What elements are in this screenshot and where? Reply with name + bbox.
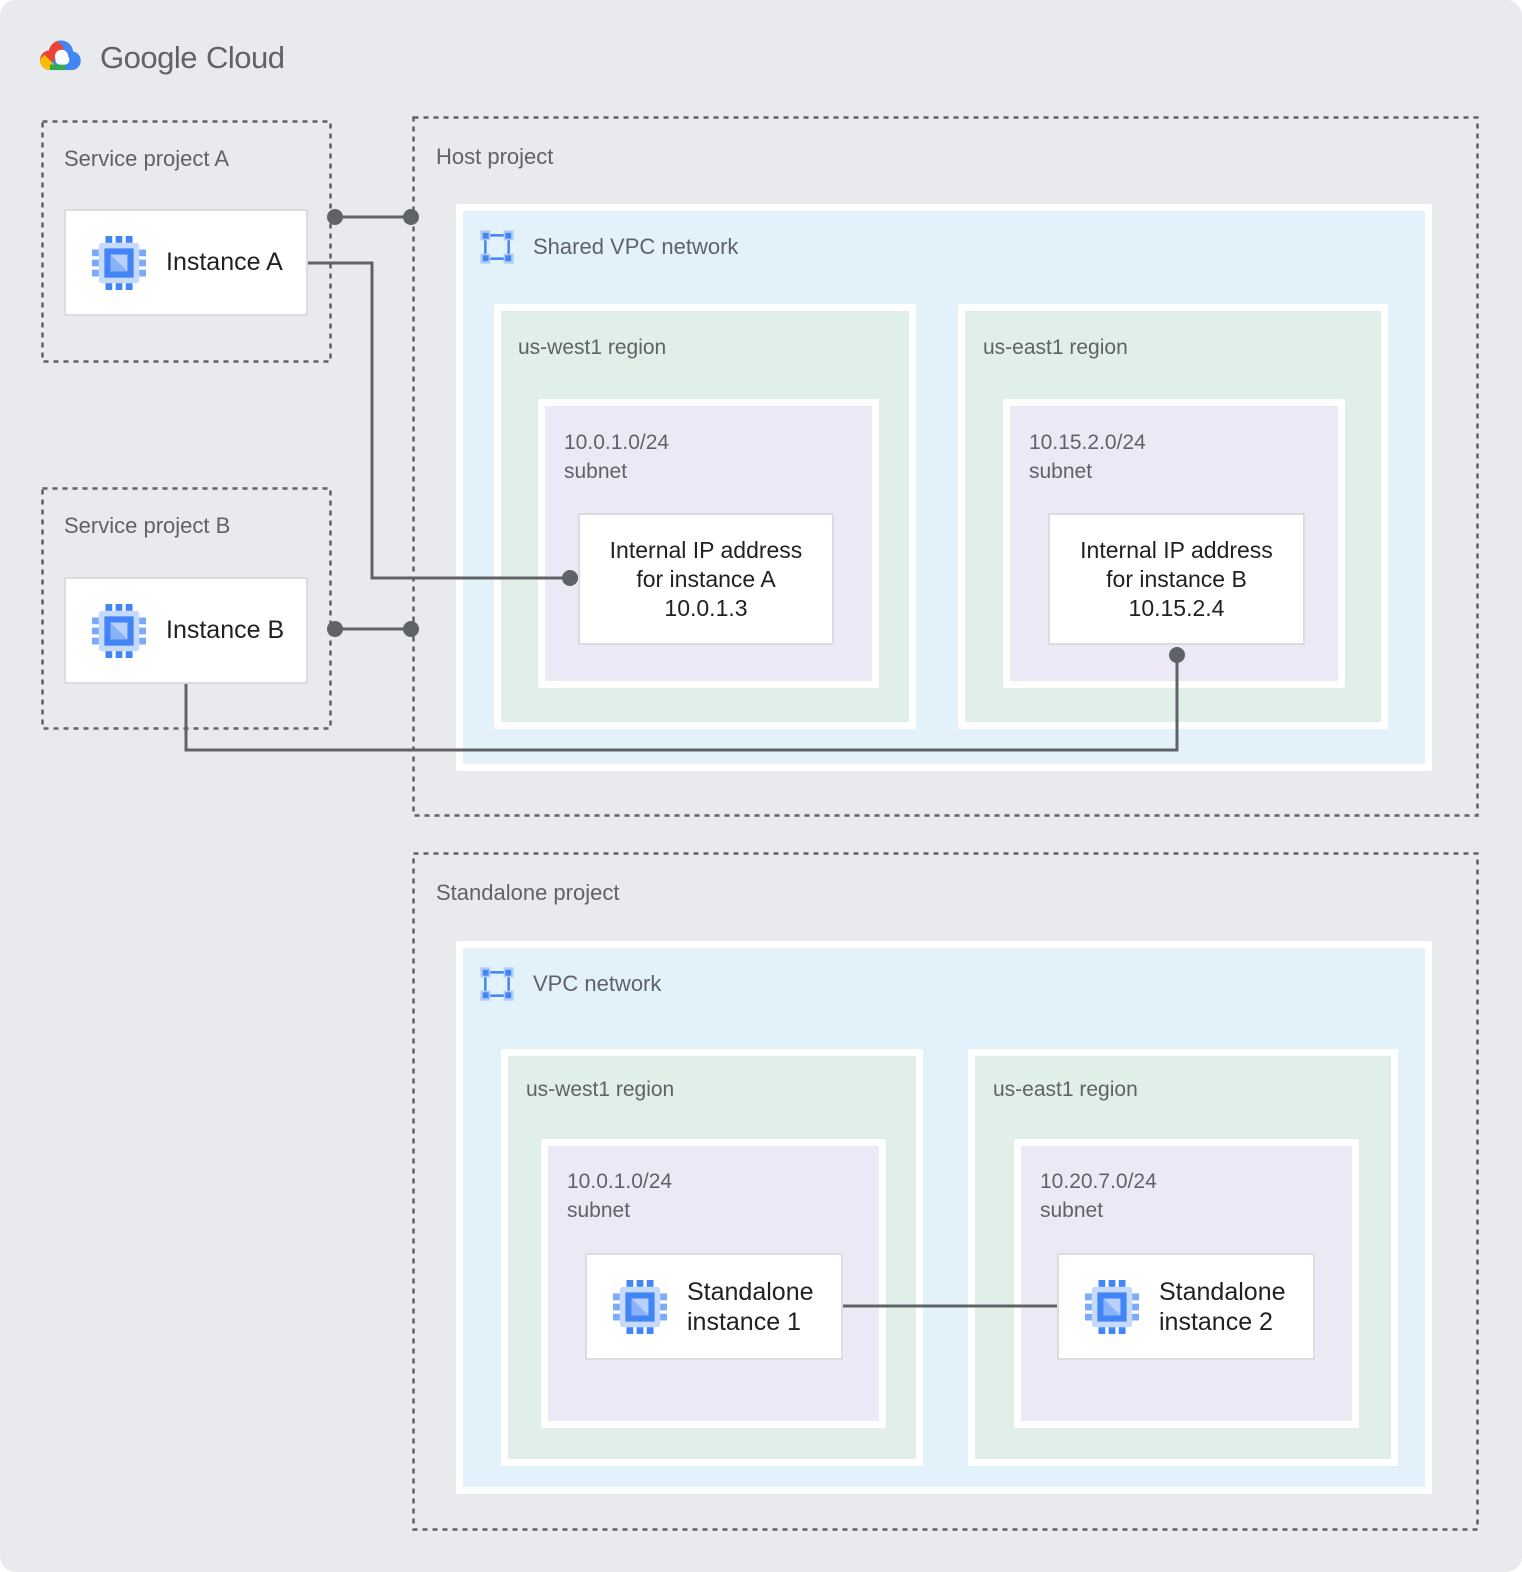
standalone-region-us-east1-label: us-east1 region [993,1078,1138,1101]
standalone-subnet-us-west1-label: 10.0.1.0/24 subnet [567,1167,672,1225]
subnet-cidr: 10.15.2.0/24 [1029,431,1146,454]
google-cloud-logo: Google Cloud [34,34,285,82]
subnet-cidr: 10.20.7.0/24 [1040,1170,1157,1193]
standalone-region-us-west1-label: us-west1 region [526,1078,675,1101]
service-project-a-label: Service project A [64,146,230,171]
logo-brand-text: Google [100,40,197,75]
host-subnet-us-east1-label: 10.15.2.0/24 subnet [1029,428,1146,486]
host-project-label: Host project [436,144,554,169]
ip-line-2: for instance A [636,565,776,592]
ip-line-2: for instance B [1106,565,1247,592]
subnet-word: subnet [564,460,628,483]
connector-service-b-to-host [327,621,419,637]
vpc-network-label: VPC network [533,971,662,996]
vpc-network-header: VPC network [477,963,661,1005]
ip-line-3: 10.0.1.3 [664,594,748,621]
instance-a-card: Instance A [64,209,308,316]
connector-service-a-to-host [327,209,419,225]
standalone-instance-1-label: Standalone instance 1 [687,1277,814,1336]
compute-instance-icon [1085,1279,1139,1334]
compute-instance-icon [613,1279,667,1334]
ip-line-1: Internal IP address [1080,536,1273,563]
compute-instance-icon [92,603,146,658]
compute-instance-icon [92,235,146,290]
instance-a-label: Instance A [166,248,283,276]
standalone-instance-2-label: Standalone instance 2 [1159,1277,1286,1336]
instance-b-card: Instance B [64,577,308,684]
subnet-word: subnet [567,1199,631,1222]
host-region-us-west1-label: us-west1 region [518,336,667,359]
subnet-word: subnet [1040,1199,1104,1222]
service-project-b-label: Service project B [64,513,231,538]
subnet-word: subnet [1029,460,1093,483]
instance-b-label: Instance B [166,616,285,644]
standalone-instance-2-card: Standalone instance 2 [1057,1253,1315,1360]
vpc-network-icon [480,967,514,1001]
internal-ip-b-card: Internal IP address for instance B 10.15… [1048,513,1305,645]
shared-vpc-network-header: Shared VPC network [477,226,738,268]
host-subnet-us-west1-label: 10.0.1.0/24 subnet [564,428,669,486]
logo-product-text: Cloud [205,40,285,75]
subnet-cidr: 10.0.1.0/24 [567,1170,673,1193]
standalone-project-label: Standalone project [436,880,620,905]
subnet-cidr: 10.0.1.0/24 [564,431,670,454]
host-region-us-east1-label: us-east1 region [983,336,1128,359]
ip-line-3: 10.15.2.4 [1128,594,1225,621]
standalone-instance-1-card: Standalone instance 1 [585,1253,843,1360]
standalone-subnet-us-east1-label: 10.20.7.0/24 subnet [1040,1167,1157,1225]
shared-vpc-network-label: Shared VPC network [533,234,739,259]
internal-ip-a-card: Internal IP address for instance A 10.0.… [578,513,834,645]
ip-line-1: Internal IP address [609,536,803,563]
vpc-network-icon [480,230,514,264]
google-cloud-logo-icon [40,40,81,71]
